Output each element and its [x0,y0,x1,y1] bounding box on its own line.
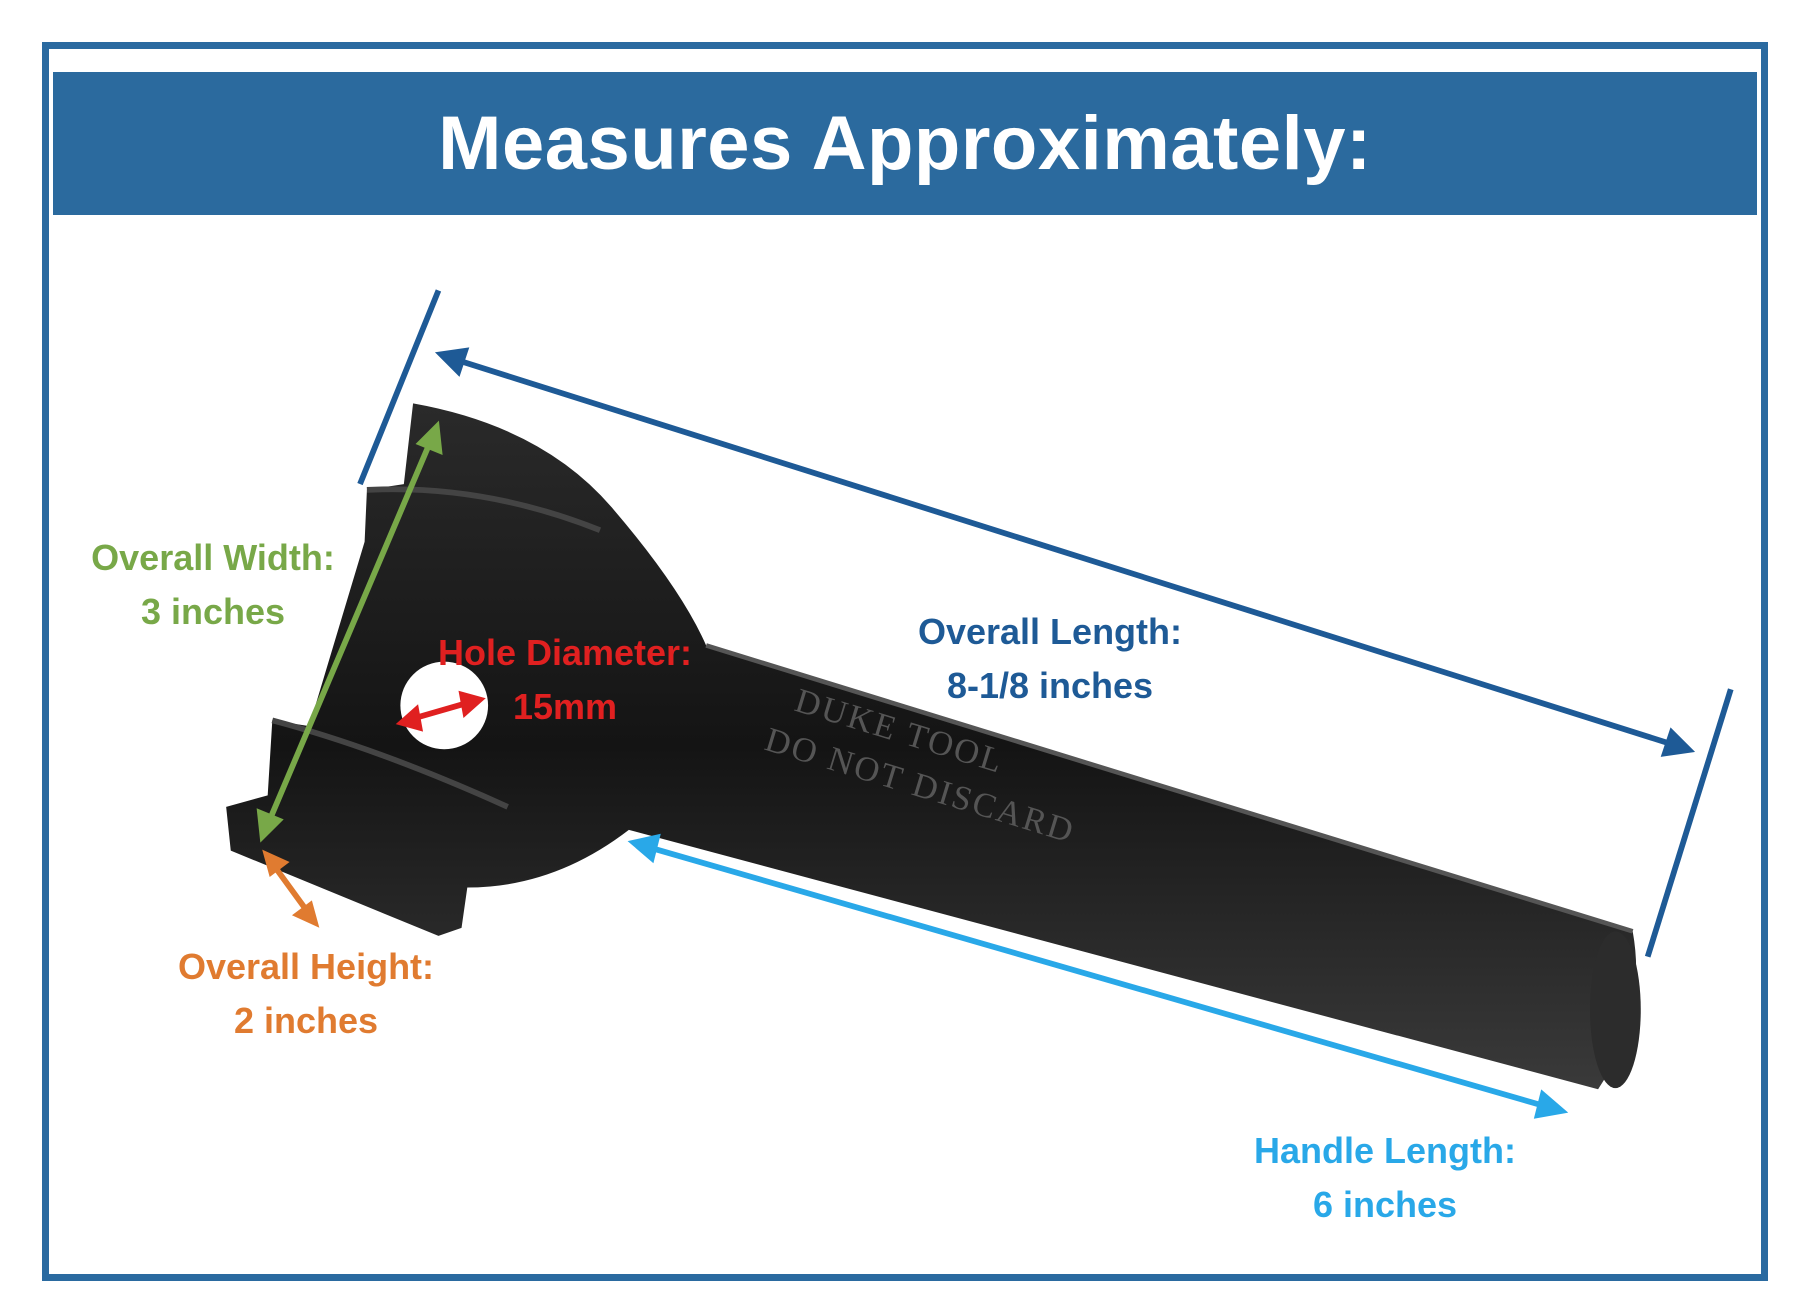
hole-diameter-label: Hole Diameter: 15mm [438,626,692,734]
overall-length-title: Overall Length: [917,611,1183,652]
hole-diameter-title: Hole Diameter: [437,632,693,673]
overall-height-arrow [262,849,320,928]
overall-height-value: 2 inches [233,1000,379,1041]
handle-length-label: Handle Length: 6 inches [1254,1124,1516,1232]
overall-height-title: Overall Height: [177,946,435,987]
page-title: Measures Approximately: [438,101,1372,186]
overall-width-label: Overall Width: 3 inches [91,531,335,639]
tool-rib [271,717,509,810]
overall-length-label: Overall Length: 8-1/8 inches [918,605,1182,713]
overall-height-label: Overall Height: 2 inches [178,940,434,1048]
handle-length-value: 6 inches [1312,1184,1458,1225]
handle-end-cap [1590,931,1641,1089]
tool-rib [366,486,602,533]
header-band: Measures Approximately: [53,72,1757,215]
overall-width-value: 3 inches [140,591,286,632]
overall-length-dimension [357,289,1734,958]
tool-body [226,403,1637,1090]
hole-diameter-arrow [395,690,486,732]
outer-border [42,42,1768,1281]
overall-width-arrow [256,420,443,843]
hole [400,661,489,750]
overall-length-value: 8-1/8 inches [946,665,1154,706]
tool-rib [705,643,1634,934]
handle-length-title: Handle Length: [1254,1130,1516,1171]
tool-photo: DUKE TOOL DO NOT DISCARD [226,403,1641,1090]
hole-diameter-value: 15mm [512,686,618,727]
overall-width-title: Overall Width: [91,537,335,578]
handle-length-arrow [627,833,1569,1119]
